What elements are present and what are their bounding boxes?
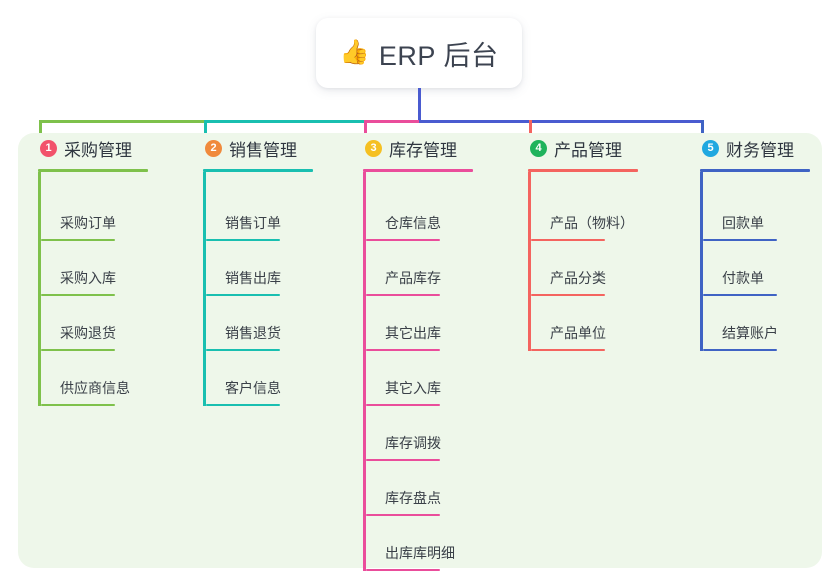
leaf-node-underline: [206, 294, 280, 296]
branch-header-4[interactable]: 4 产品管理: [528, 133, 638, 177]
branch-header-row: 5 财务管理: [700, 133, 794, 163]
leaf-node-label: 采购入库: [60, 270, 116, 286]
leaf-node-label: 产品（物料）: [550, 215, 634, 231]
leaf-node-underline: [703, 239, 777, 241]
bus-segment-4: [529, 120, 701, 123]
leaf-node-underline: [206, 239, 280, 241]
branch-spine-2: [203, 172, 206, 406]
leaf-node-label: 付款单: [722, 270, 764, 286]
leaf-node-underline: [41, 349, 115, 351]
leaf-node-underline: [531, 294, 605, 296]
branch-spine-5: [700, 172, 703, 351]
branch-header-row: 2 销售管理: [203, 133, 297, 163]
root-drop-line: [418, 88, 421, 123]
leaf-node-underline: [366, 514, 440, 516]
branch-underline-2: [203, 169, 313, 172]
bus-segment-3b: [419, 120, 529, 123]
branch-column-3: 3 库存管理仓库信息产品库存其它出库其它入库库存调拨库存盘点出库库明细: [363, 133, 473, 571]
leaf-node-label: 产品单位: [550, 325, 606, 341]
branch-header-row: 4 产品管理: [528, 133, 622, 163]
branch-number-badge-2: 2: [205, 139, 222, 157]
bus-segment-2: [204, 120, 364, 123]
leaf-node-label: 销售出库: [225, 270, 281, 286]
leaf-node-label: 仓库信息: [385, 215, 441, 231]
leaf-node-underline: [366, 569, 440, 571]
branch-column-5: 5 财务管理回款单付款单结算账户: [700, 133, 810, 351]
branch-title-4: 产品管理: [554, 140, 622, 160]
branches-panel: 1 采购管理采购订单采购入库采购退货供应商信息 2 销售管理销售订单销售出库销售退货客…: [18, 133, 822, 571]
branch-header-row: 3 库存管理: [363, 133, 457, 163]
leaf-node-underline: [366, 294, 440, 296]
branch-title-2: 销售管理: [229, 140, 297, 160]
branch-number-badge-1: 1: [40, 139, 57, 157]
leaf-node-label: 供应商信息: [60, 380, 130, 396]
leaf-node-label: 结算账户: [722, 325, 778, 341]
leaf-node-underline: [41, 294, 115, 296]
branch-column-4: 4 产品管理产品（物料） 产品分类产品单位: [528, 133, 638, 351]
root-node-label: 👍 ERP 后台: [340, 34, 499, 73]
branch-column-1: 1 采购管理采购订单采购入库采购退货供应商信息: [38, 133, 148, 406]
leaf-node-label: 销售退货: [225, 325, 281, 341]
branch-underline-3: [363, 169, 473, 172]
leaf-node-underline: [41, 239, 115, 241]
branch-number-badge-4: 4: [530, 139, 547, 157]
leaf-node-underline: [206, 349, 280, 351]
branch-underline-5: [700, 169, 810, 172]
branch-header-3[interactable]: 3 库存管理: [363, 133, 473, 177]
bus-segment-1: [39, 120, 204, 123]
leaf-node-label: 产品分类: [550, 270, 606, 286]
branch-title-5: 财务管理: [726, 140, 794, 160]
branch-number-badge-3: 3: [365, 139, 382, 157]
leaf-node-label: 回款单: [722, 215, 764, 231]
branch-title-1: 采购管理: [64, 140, 132, 160]
thumbs-up-icon: 👍: [339, 39, 370, 66]
leaf-node-underline: [703, 349, 777, 351]
branch-title-3: 库存管理: [389, 140, 457, 160]
branch-underline-1: [38, 169, 148, 172]
branch-header-5[interactable]: 5 财务管理: [700, 133, 810, 177]
leaf-node-label: 库存调拨: [385, 435, 441, 451]
leaf-node-underline: [206, 404, 280, 406]
leaf-node-label: 出库库明细: [385, 545, 455, 561]
leaf-node-underline: [366, 404, 440, 406]
leaf-node-label: 产品库存: [385, 270, 441, 286]
leaf-node-underline: [366, 239, 440, 241]
branch-header-row: 1 采购管理: [38, 133, 132, 163]
leaf-node-underline: [531, 239, 605, 241]
branch-underline-4: [528, 169, 638, 172]
root-node-title: ERP 后台: [378, 40, 499, 71]
leaf-node-label: 采购退货: [60, 325, 116, 341]
branch-number-badge-5: 5: [702, 139, 719, 157]
branch-header-2[interactable]: 2 销售管理: [203, 133, 313, 177]
leaf-node-underline: [703, 294, 777, 296]
leaf-node-underline: [366, 349, 440, 351]
branch-spine-3: [363, 172, 366, 571]
leaf-node-label: 其它入库: [385, 380, 441, 396]
leaf-node-label: 销售订单: [225, 215, 281, 231]
leaf-node-label: 客户信息: [225, 380, 281, 396]
leaf-node-label: 库存盘点: [385, 490, 441, 506]
leaf-node-underline: [531, 349, 605, 351]
branch-spine-1: [38, 172, 41, 406]
branch-column-2: 2 销售管理销售订单销售出库销售退货客户信息: [203, 133, 313, 406]
leaf-node-underline: [41, 404, 115, 406]
leaf-node-label: 其它出库: [385, 325, 441, 341]
branch-header-1[interactable]: 1 采购管理: [38, 133, 148, 177]
bus-segment-3: [364, 120, 419, 123]
branch-spine-4: [528, 172, 531, 351]
leaf-node-label: 采购订单: [60, 215, 116, 231]
leaf-node-underline: [366, 459, 440, 461]
root-node[interactable]: 👍 ERP 后台: [316, 18, 522, 88]
